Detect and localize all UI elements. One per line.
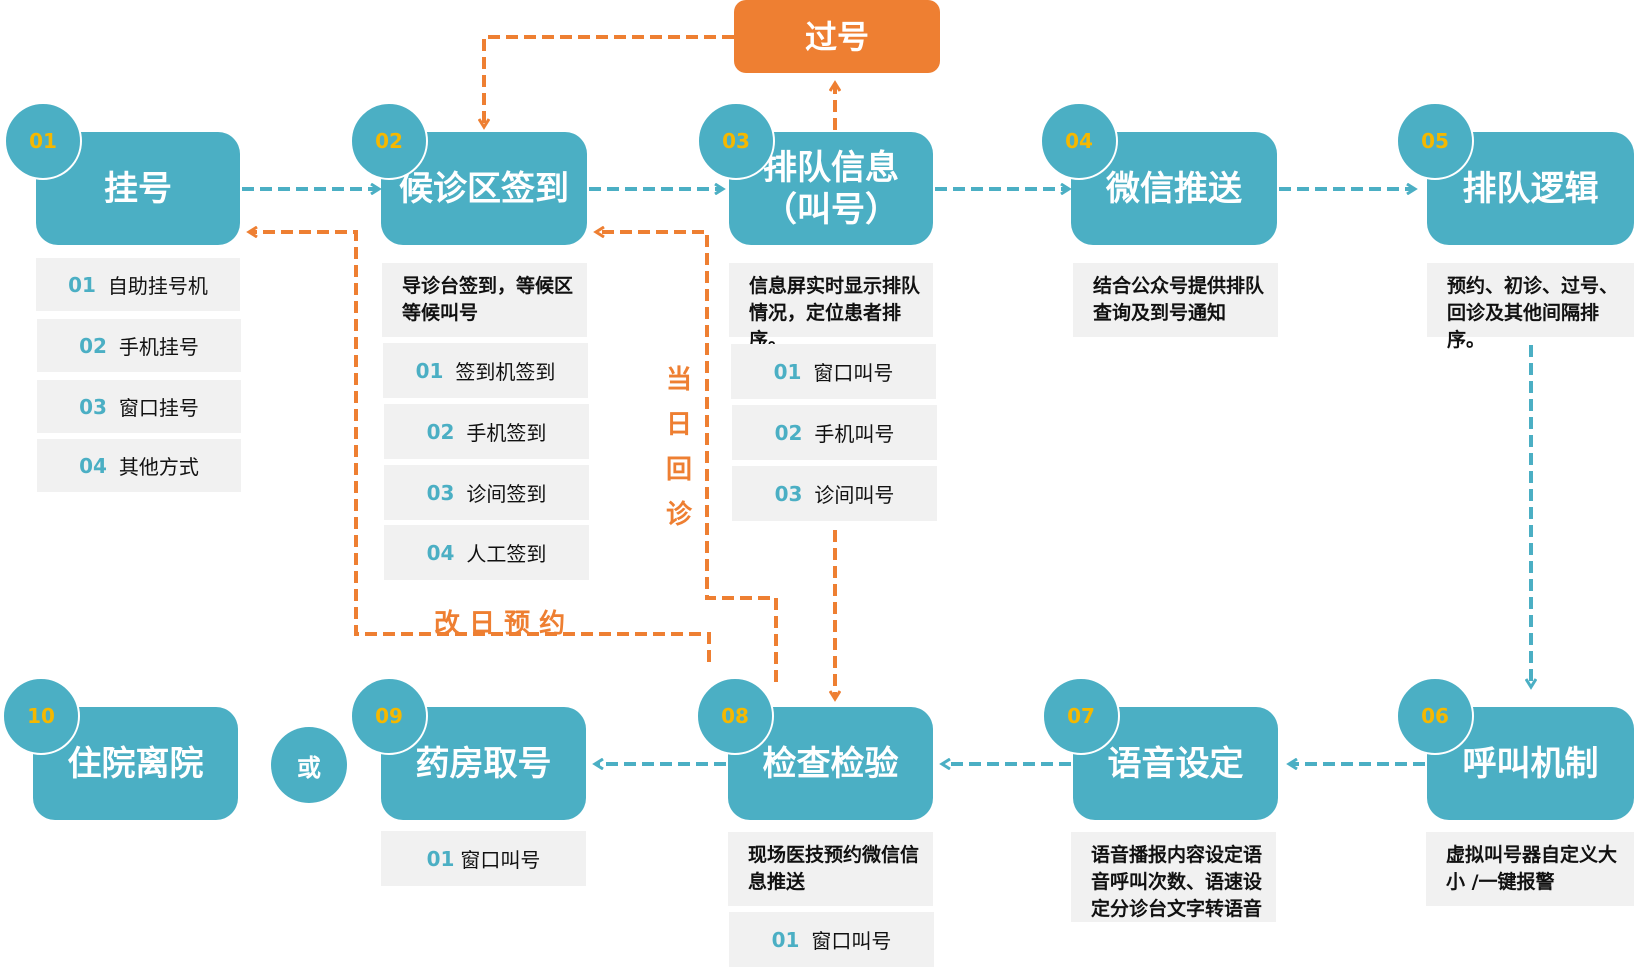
step-02-badge: 02: [350, 102, 428, 180]
step-08-title: 检查检验: [762, 743, 899, 784]
step-07-description: 语音播报内容设定语音呼叫次数、语速设定分诊台文字转语音: [1071, 832, 1276, 922]
or-connector: 或: [271, 727, 347, 803]
step-09-badge: 09: [350, 677, 428, 755]
arrow-skip-to-02: [484, 35, 734, 126]
skip-number-box: 过号: [734, 0, 940, 73]
step-07-badge: 07: [1042, 677, 1120, 755]
step-08-description: 现场医技预约微信信息推送: [728, 832, 933, 906]
step-06-description: 虚拟叫号器自定义大小 /一键报警: [1426, 832, 1634, 906]
step-10-badge: 10: [2, 677, 80, 755]
arrow-same-day-return: [597, 232, 778, 682]
step-01-title: 挂号: [104, 168, 172, 209]
step-01-badge: 01: [4, 102, 82, 180]
step-05-description: 预约、初诊、过号、回诊及其他间隔排序。: [1427, 263, 1634, 351]
step-03-description: 信息屏实时显示排队情况，定位患者排序。: [729, 263, 933, 351]
arrow-reschedule: [250, 232, 711, 662]
step-10-title: 住院离院: [67, 743, 204, 784]
step-05-title: 排队逻辑: [1462, 168, 1599, 209]
step-05-badge: 05: [1396, 102, 1474, 180]
step-07-title: 语音设定: [1107, 743, 1244, 784]
step-03-badge: 03: [697, 102, 775, 180]
step-02-box: 候诊区签到: [381, 132, 587, 245]
step-04-description: 结合公众号提供排队查询及到号通知: [1073, 263, 1278, 337]
step-09-title: 药房取号: [415, 743, 552, 784]
same-day-return-label: 当日回诊: [665, 365, 692, 530]
step-02-description: 导诊台签到，等候区等候叫号: [382, 263, 587, 337]
step-04-title: 微信推送: [1106, 168, 1242, 209]
step-04-badge: 04: [1040, 102, 1118, 180]
step-06-title: 呼叫机制: [1462, 743, 1599, 784]
step-03-title: 排队信息（叫号）: [763, 147, 899, 230]
step-08-badge: 08: [696, 677, 774, 755]
step-06-badge: 06: [1396, 677, 1474, 755]
step-02-title: 候诊区签到: [399, 168, 569, 209]
step-07-box: 语音设定: [1073, 707, 1278, 820]
reschedule-label: 改 日 预 约: [434, 609, 566, 639]
